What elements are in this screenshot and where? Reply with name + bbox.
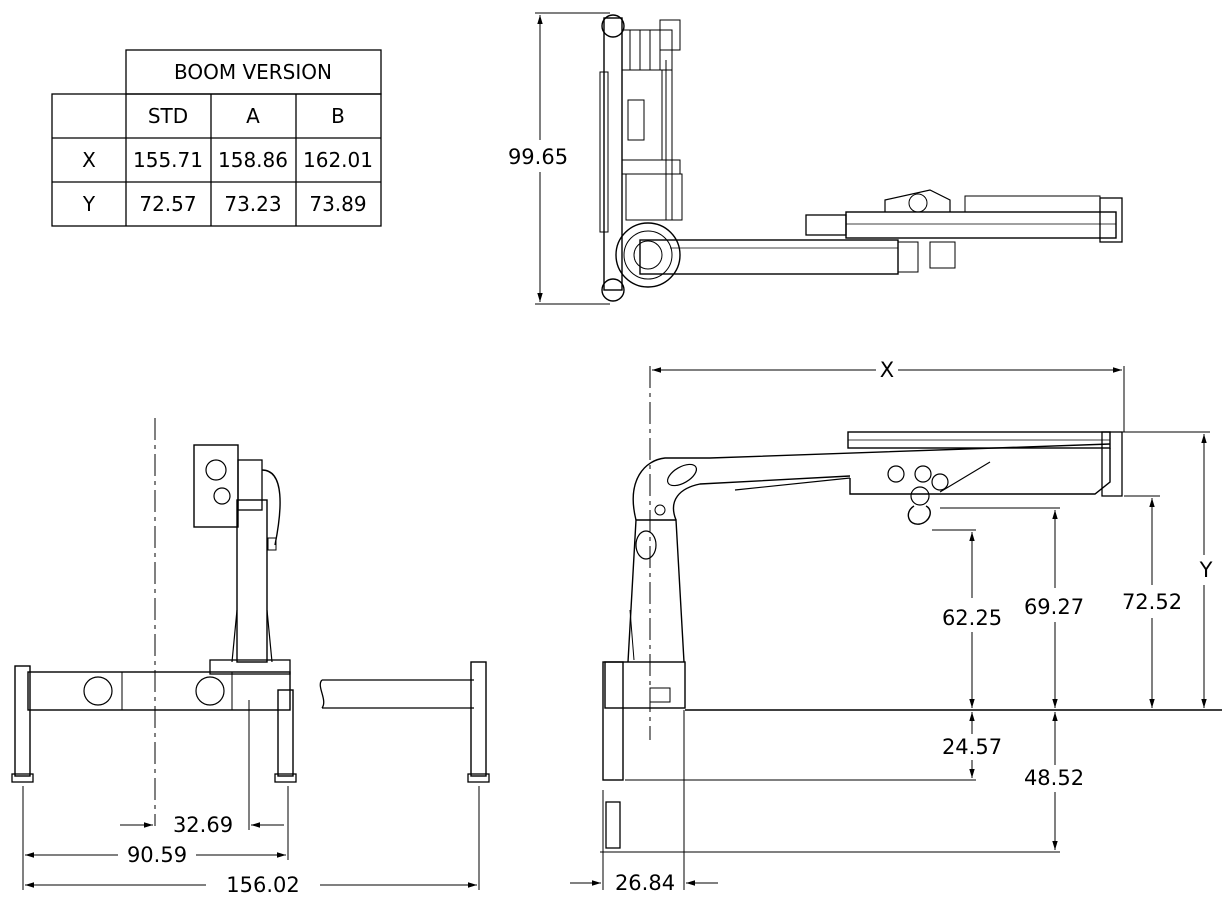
cell-x-std: 155.71 bbox=[133, 148, 203, 172]
boom-version-table: BOOM VERSION STD A B X 155.71 158.86 162… bbox=[51, 49, 382, 227]
table-title: BOOM VERSION bbox=[174, 60, 332, 84]
dim-left-center: 32.69 bbox=[173, 813, 233, 837]
cell-x-a: 158.86 bbox=[218, 148, 288, 172]
dim-y: Y bbox=[1199, 558, 1213, 582]
side-view: X Y 72.52 69.27 62.25 24.57 48.52 bbox=[570, 358, 1222, 895]
row-label-x: X bbox=[82, 148, 96, 172]
column-header-std: STD bbox=[148, 104, 188, 128]
cell-x-b: 162.01 bbox=[303, 148, 373, 172]
cell-y-b: 73.89 bbox=[309, 192, 366, 216]
dim-low1: 24.57 bbox=[942, 735, 1002, 759]
dim-low2: 48.52 bbox=[1024, 766, 1084, 790]
dim-x: X bbox=[880, 358, 894, 382]
column-header-b: B bbox=[331, 104, 345, 128]
dim-left-full: 156.02 bbox=[226, 873, 299, 897]
dim-h3: 72.52 bbox=[1122, 590, 1182, 614]
dim-h2: 69.27 bbox=[1024, 595, 1084, 619]
row-label-y: Y bbox=[82, 192, 96, 216]
dim-left-mid: 90.59 bbox=[127, 843, 187, 867]
dim-h1: 62.25 bbox=[942, 606, 1002, 630]
dim-top-height: 99.65 bbox=[508, 145, 568, 169]
top-view: 99.65 bbox=[508, 12, 1123, 305]
column-header-a: A bbox=[246, 104, 260, 128]
cell-y-std: 72.57 bbox=[139, 192, 196, 216]
end-view: 32.69 90.59 156.02 bbox=[11, 418, 490, 897]
dim-base-width: 26.84 bbox=[615, 871, 675, 895]
cell-y-a: 73.23 bbox=[224, 192, 281, 216]
